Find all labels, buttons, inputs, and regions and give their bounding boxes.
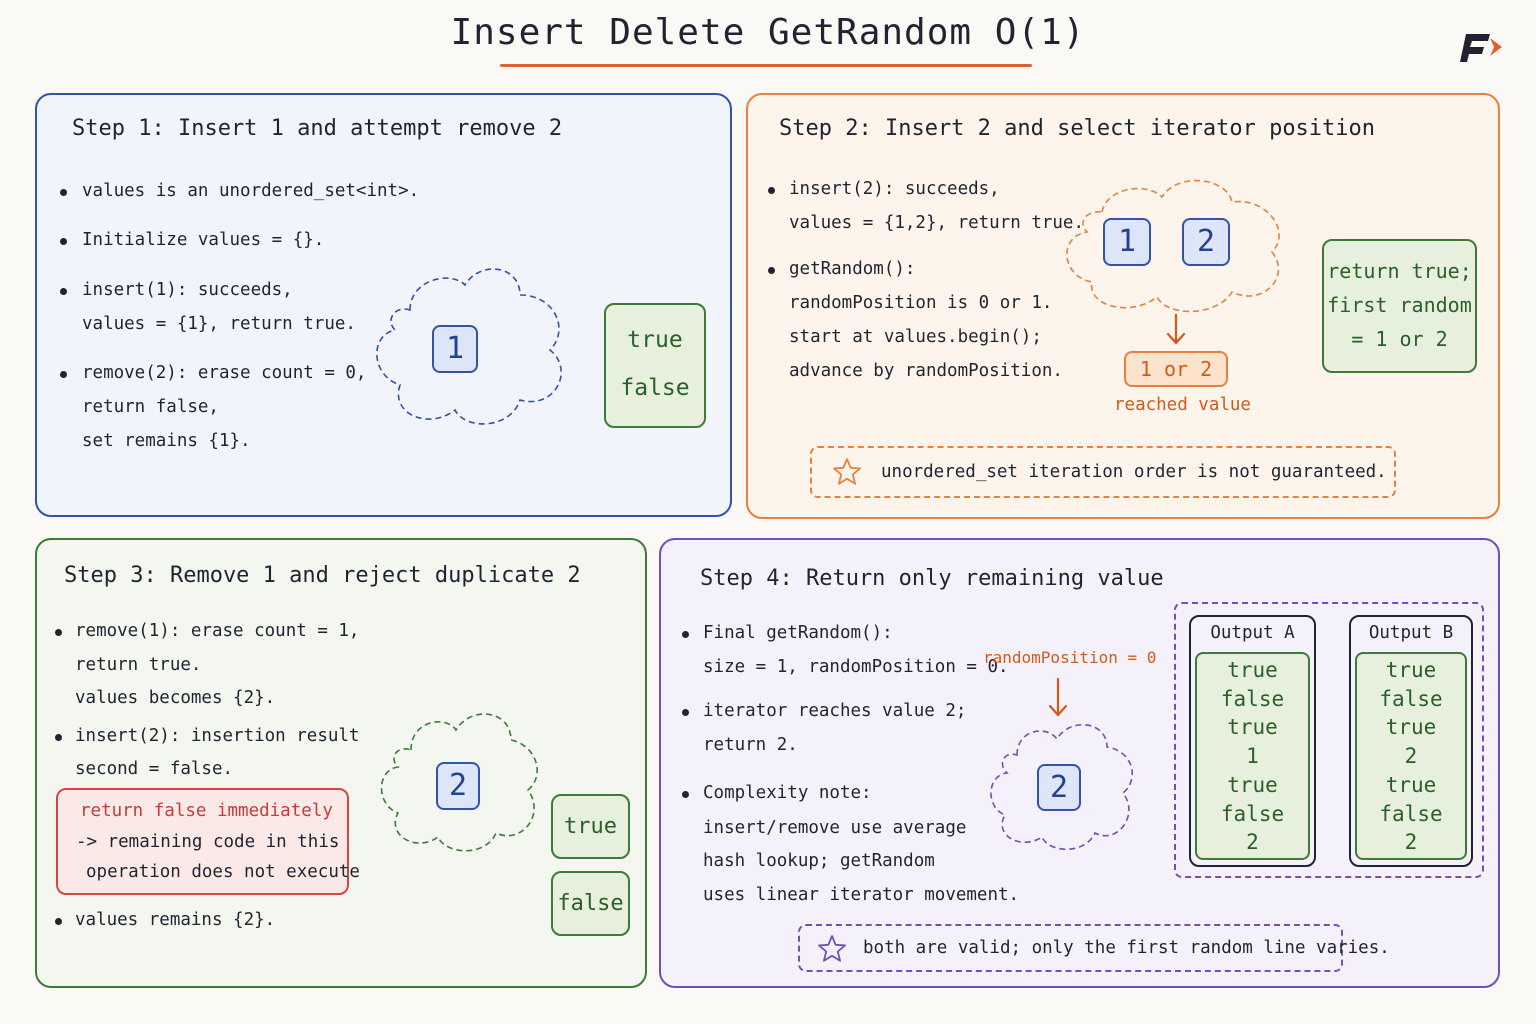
set-value-2: 2 — [1037, 764, 1081, 811]
step4-bullet-2a: iterator reaches value 2; — [703, 701, 967, 721]
step3-bullet-1a: remove(1): erase count = 1, — [75, 621, 360, 641]
step3-panel — [35, 538, 647, 988]
set-value-2: 2 — [436, 762, 480, 810]
step3-heading: Step 3: Remove 1 and reject duplicate 2 — [64, 563, 581, 588]
bullet-dot — [682, 791, 689, 798]
set-value-1: 1 — [432, 325, 478, 373]
result-false: false — [551, 871, 630, 936]
bullet-dot — [55, 918, 62, 925]
step4-heading: Step 4: Return only remaining value — [700, 566, 1164, 591]
step1-bullet-4c: set remains {1}. — [82, 431, 251, 451]
step1-bullet-3b: values = {1}, return true. — [82, 314, 356, 334]
bullet-dot — [768, 187, 775, 194]
step2-bullet-2d: advance by randomPosition. — [789, 361, 1063, 381]
bullet-dot — [55, 734, 62, 741]
step3-bullet-3: values remains {2}. — [75, 910, 276, 930]
step4-bullet-2b: return 2. — [703, 735, 798, 755]
step3-bullet-1b: return true. — [75, 655, 202, 675]
arrow-down-icon — [1048, 677, 1068, 717]
step2-bullet-1b: values = {1,2}, return true. — [789, 213, 1085, 233]
bullet-dot — [55, 629, 62, 636]
step2-bullet-2a: getRandom(): — [789, 259, 916, 279]
set-value-2: 2 — [1182, 218, 1230, 266]
output-line: false — [1220, 686, 1285, 711]
callout-line-1: return false immediately — [80, 801, 333, 821]
reached-value-badge: 1 or 2 — [1124, 351, 1228, 387]
bullet-dot — [682, 709, 689, 716]
star-icon — [818, 935, 846, 962]
output-line: true — [1227, 658, 1278, 682]
result-line-2: first random — [1327, 293, 1472, 317]
step1-results: true false — [604, 303, 706, 428]
bullet-dot — [60, 238, 67, 245]
output-line: 2 — [1246, 830, 1259, 855]
step2-bullet-2c: start at values.begin(); — [789, 327, 1042, 347]
output-line: true — [1385, 715, 1437, 740]
title-underline — [500, 64, 1032, 67]
output-line: true — [1227, 715, 1278, 740]
cloud-icon — [1066, 179, 1280, 313]
output-line: true — [1385, 658, 1437, 682]
step4-bullet-3c: hash lookup; getRandom — [703, 851, 935, 871]
logo-icon — [1460, 34, 1502, 62]
outputs-group — [1174, 602, 1484, 878]
step4-bullet-1a: Final getRandom(): — [703, 623, 893, 643]
step2-result: return true; first random = 1 or 2 — [1322, 239, 1477, 373]
step4-bullet-3b: insert/remove use average — [703, 818, 967, 838]
step3-bullet-2b: second = false. — [75, 759, 234, 779]
step4-note-text: both are valid; only the first random li… — [863, 938, 1390, 958]
bullet-dot — [60, 288, 67, 295]
step2-note — [810, 446, 1396, 498]
callout-line-3: operation does not execute — [86, 862, 360, 882]
bullet-dot — [60, 189, 67, 196]
bullet-dot — [768, 267, 775, 274]
output-line: false — [1220, 801, 1285, 826]
step4-bullet-1b: size = 1, randomPosition = 0. — [703, 657, 1009, 677]
arrow-down-icon — [1166, 313, 1186, 345]
output-line: true — [1385, 772, 1437, 797]
output-a-title: Output A — [1210, 623, 1295, 643]
cloud-icon — [380, 713, 538, 852]
output-line: false — [1379, 686, 1443, 711]
result-false: false — [620, 375, 690, 401]
step2-bullet-1a: insert(2): succeeds, — [789, 179, 1000, 199]
page-title: Insert Delete GetRandom O(1) — [450, 12, 1086, 53]
reached-value-label: reached value — [1114, 395, 1251, 415]
step1-bullet-4a: remove(2): erase count = 0, — [82, 363, 367, 383]
result-line-1: return true; — [1327, 259, 1472, 283]
output-line: true — [1227, 772, 1278, 797]
pointer-label: randomPosition = 0 — [983, 648, 1157, 667]
result-true: true — [551, 794, 630, 859]
star-icon — [833, 458, 861, 485]
step2-note-text: unordered_set iteration order is not gua… — [881, 462, 1387, 482]
cloud-icon — [376, 268, 562, 425]
step1-heading: Step 1: Insert 1 and attempt remove 2 — [72, 116, 563, 141]
result-line-3: = 1 or 2 — [1351, 327, 1448, 351]
step1-bullet-4b: return false, — [82, 397, 219, 417]
result-true: true — [627, 327, 683, 353]
bullet-dot — [682, 631, 689, 638]
set-value-1: 1 — [1103, 218, 1151, 266]
step1-bullet-3a: insert(1): succeeds, — [82, 280, 293, 300]
callout-line-2: -> remaining code in this — [76, 832, 340, 852]
step2-bullet-2b: randomPosition is 0 or 1. — [789, 293, 1053, 313]
step1-bullet-1: values is an unordered_set<int>. — [82, 181, 420, 201]
step4-bullet-3d: uses linear iterator movement. — [703, 885, 1020, 905]
output-line: 2 — [1404, 830, 1418, 855]
step3-bullet-1c: values becomes {2}. — [75, 688, 276, 708]
bullet-dot — [60, 371, 67, 378]
step3-bullet-2a: insert(2): insertion result — [75, 726, 360, 746]
output-line: 2 — [1404, 744, 1418, 769]
early-return-callout — [56, 788, 349, 895]
output-a-values: true false true 1 true false 2 — [1195, 652, 1310, 860]
step1-bullet-2: Initialize values = {}. — [82, 230, 325, 250]
output-line: 1 — [1246, 744, 1259, 769]
output-line: false — [1379, 801, 1443, 826]
step4-bullet-3a: Complexity note: — [703, 783, 872, 803]
step2-heading: Step 2: Insert 2 and select iterator pos… — [779, 116, 1376, 141]
step4-note — [798, 924, 1343, 972]
output-b-values: true false true 2 true false 2 — [1355, 652, 1467, 860]
output-b-title: Output B — [1368, 623, 1454, 643]
